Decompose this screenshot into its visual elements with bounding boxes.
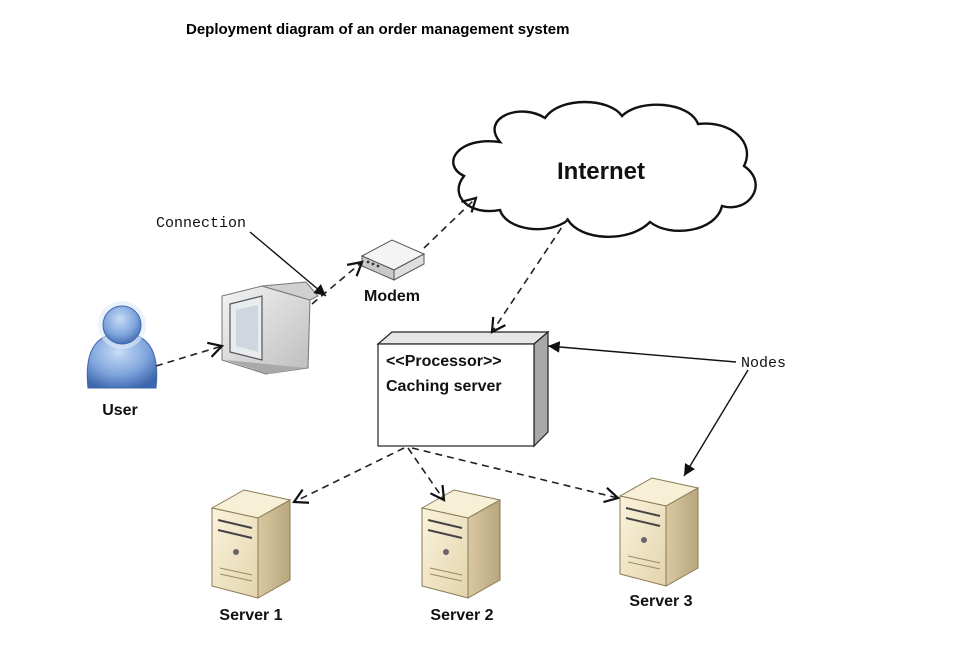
internet-cloud: Internet — [452, 100, 757, 239]
diagram-title: Deployment diagram of an order managemen… — [186, 21, 569, 38]
user-to-computer-arrow — [155, 341, 225, 367]
nodes-pointer-to-server-3 — [683, 369, 749, 477]
modem-icon — [360, 239, 426, 281]
cache-to-server-1-arrow — [291, 447, 405, 504]
internet-to-cache-arrow — [490, 217, 569, 334]
server-2-label: Server 2 — [430, 607, 493, 624]
computer-to-modem-arrow — [311, 260, 364, 305]
node-stereotype: <<Processor>> — [386, 353, 502, 370]
nodes-pointer-to-cache — [547, 341, 737, 363]
connection-pointer — [249, 231, 327, 297]
cache-to-server-2-arrow — [407, 447, 446, 502]
server-tower-icon — [420, 489, 502, 599]
cache-to-server-3-arrow — [411, 447, 621, 504]
server-1-label: Server 1 — [219, 607, 282, 624]
person-icon — [86, 301, 158, 389]
internet-label: Internet — [557, 158, 645, 185]
node-name: Caching server — [386, 378, 502, 395]
modem-label: Modem — [364, 288, 420, 305]
modem-to-internet-arrow — [423, 196, 478, 249]
server-tower-icon — [210, 489, 292, 599]
monitor-icon — [221, 281, 319, 375]
user-label: User — [102, 402, 138, 419]
server-tower-icon — [618, 477, 700, 587]
server-3-label: Server 3 — [629, 593, 692, 610]
connection-note: Connection — [156, 215, 246, 232]
nodes-note: Nodes — [741, 355, 786, 372]
caching-server-node: <<Processor>> Caching server — [376, 330, 550, 448]
